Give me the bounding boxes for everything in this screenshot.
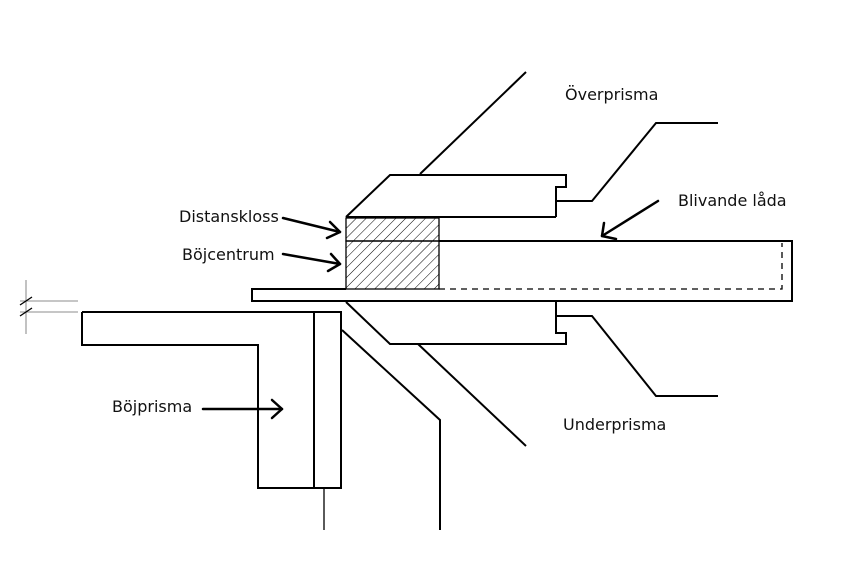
label-bojcentrum: Böjcentrum [182,245,275,264]
upper-prism [345,71,718,218]
bending-prism [81,311,441,530]
arrow-bojcentrum [281,252,342,273]
label-overprisma: Överprisma [565,85,658,104]
workpiece-sheet [251,240,793,302]
arrow-distanskloss [281,216,342,240]
bending-centre-block [345,240,440,290]
label-blivande-lada: Blivande låda [678,191,787,210]
arrow-bojprisma [201,398,284,420]
arrow-blivande-lada [600,199,660,241]
label-bojprisma: Böjprisma [112,397,192,416]
distance-block [345,217,440,242]
label-underprisma: Underprisma [563,415,666,434]
lower-prism [345,301,718,447]
dimension-marks [19,280,78,334]
label-distanskloss: Distanskloss [179,207,279,226]
